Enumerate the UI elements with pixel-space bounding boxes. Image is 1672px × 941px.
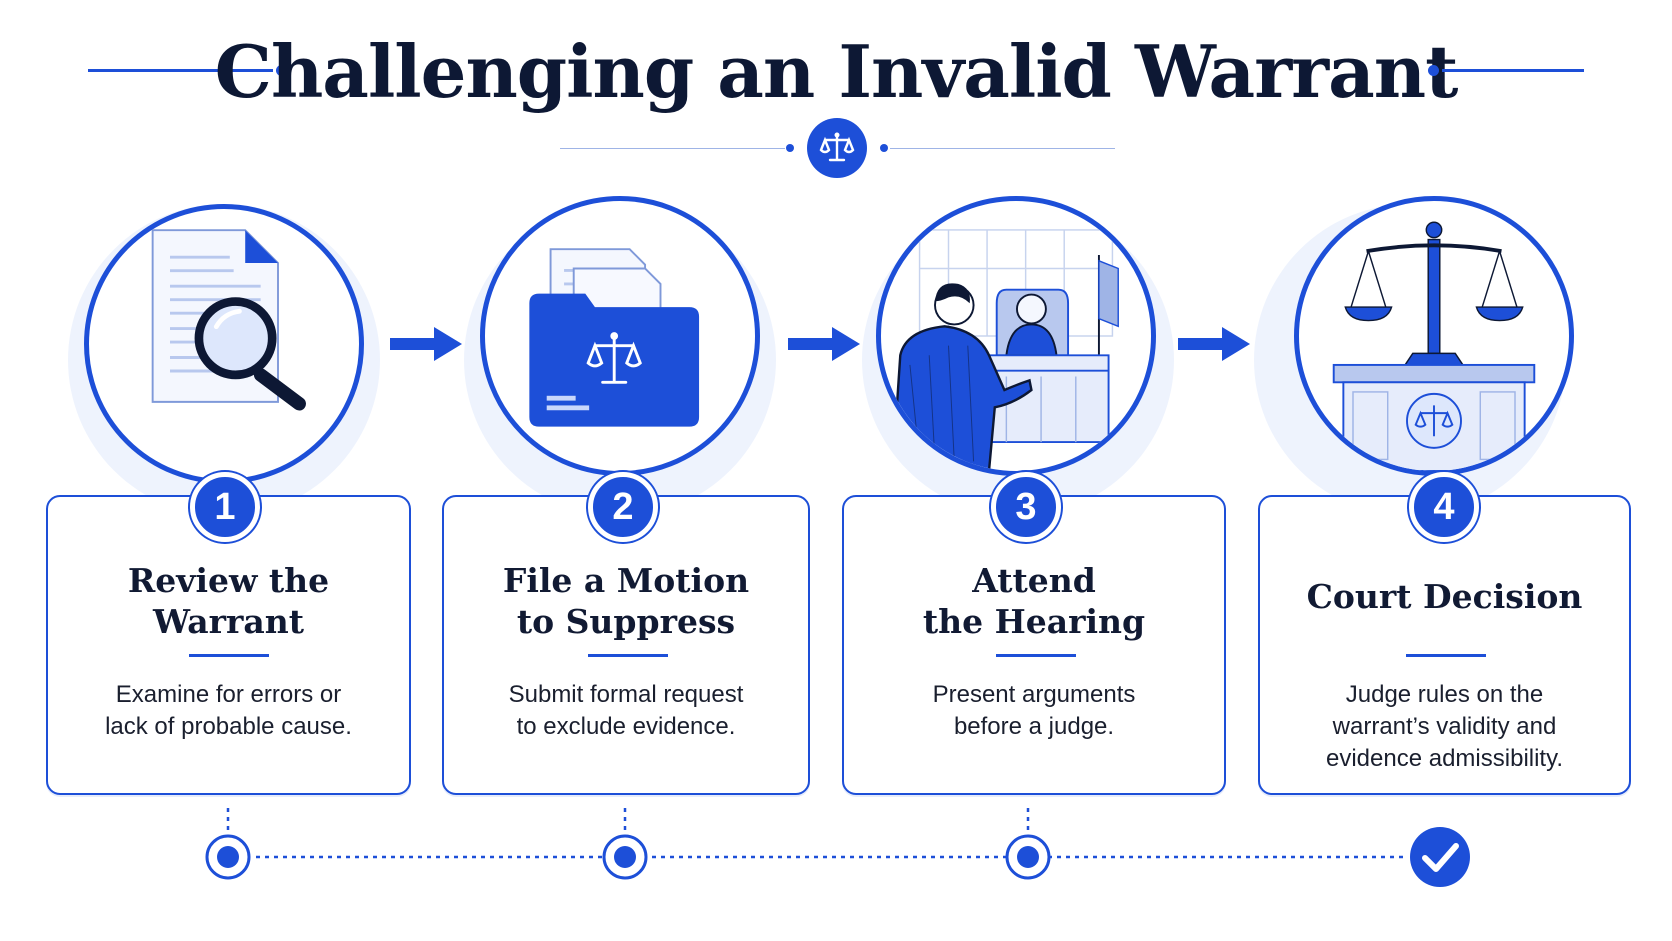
step-4-title: Court Decision bbox=[1306, 577, 1583, 616]
step-1-desc-line1: Examine for errors or bbox=[115, 681, 342, 708]
header-rule-left-dot bbox=[276, 65, 287, 76]
document-magnifier-icon bbox=[151, 229, 306, 411]
emblem-rule-left bbox=[560, 148, 785, 149]
step-4-desc-line1: Judge rules on the bbox=[1345, 681, 1544, 708]
step-3-card: Attend the Hearing Present arguments bef… bbox=[842, 495, 1226, 795]
timeline-marker-2 bbox=[602, 834, 648, 880]
arrow-right-icon bbox=[788, 327, 860, 361]
arrow-right-icon bbox=[390, 327, 462, 361]
step-4-illustration bbox=[1294, 196, 1574, 476]
scales-of-justice-icon bbox=[807, 118, 867, 178]
emblem-dot-left bbox=[786, 144, 794, 152]
step-2-divider bbox=[588, 654, 668, 657]
step-4-card: Court Decision Judge rules on the warran… bbox=[1258, 495, 1631, 795]
page-title: Challenging an Invalid Warrant bbox=[214, 29, 1459, 114]
arrow-right-icon bbox=[1178, 327, 1250, 361]
header-rule-right-dot bbox=[1428, 65, 1439, 76]
emblem-dot-right bbox=[880, 144, 888, 152]
step-3-title-line2: the Hearing bbox=[922, 602, 1146, 641]
step-3-desc-line2: before a judge. bbox=[953, 713, 1115, 740]
step-1-desc-line2: lack of probable cause. bbox=[105, 713, 352, 740]
scales-on-bench-illustration bbox=[1332, 221, 1536, 471]
step-2-card: File a Motion to Suppress Submit formal … bbox=[442, 495, 810, 795]
emblem-rule-right bbox=[890, 148, 1115, 149]
checkmark-icon bbox=[1410, 827, 1470, 887]
timeline-marker-3 bbox=[1005, 834, 1051, 880]
header-rule-left bbox=[88, 69, 273, 72]
step-3-illustration bbox=[876, 196, 1156, 476]
step-3-desc-line1: Present arguments bbox=[932, 681, 1136, 708]
step-4-desc-line2: warrant’s validity and bbox=[1332, 713, 1557, 740]
step-2-desc-line1: Submit formal request bbox=[508, 681, 744, 708]
step-1-title-line1: Review the bbox=[127, 561, 330, 600]
step-3-divider bbox=[996, 654, 1076, 657]
step-3-number-badge: 3 bbox=[991, 472, 1061, 542]
step-1-divider bbox=[189, 654, 269, 657]
step-2-number-badge: 2 bbox=[588, 472, 658, 542]
step-4-divider bbox=[1406, 654, 1486, 657]
step-1-title-line2: Warrant bbox=[153, 602, 304, 641]
step-2-illustration bbox=[480, 196, 760, 476]
step-4-number-badge: 4 bbox=[1409, 472, 1479, 542]
step-1-illustration bbox=[84, 204, 364, 484]
step-1-card: Review the Warrant Examine for errors or… bbox=[46, 495, 411, 795]
step-2-title-line2: to Suppress bbox=[516, 602, 736, 641]
header-rule-right bbox=[1442, 69, 1584, 72]
step-4-desc-line3: evidence admissibility. bbox=[1326, 745, 1563, 772]
step-2-title-line1: File a Motion bbox=[502, 561, 750, 600]
step-3-title-line1: Attend bbox=[972, 561, 1096, 600]
legal-folder-icon bbox=[529, 248, 700, 427]
step-2-desc-line2: to exclude evidence. bbox=[516, 713, 736, 740]
courtroom-hearing-illustration bbox=[891, 229, 1119, 471]
step-1-number-badge: 1 bbox=[190, 472, 260, 542]
timeline-marker-1 bbox=[205, 834, 251, 880]
